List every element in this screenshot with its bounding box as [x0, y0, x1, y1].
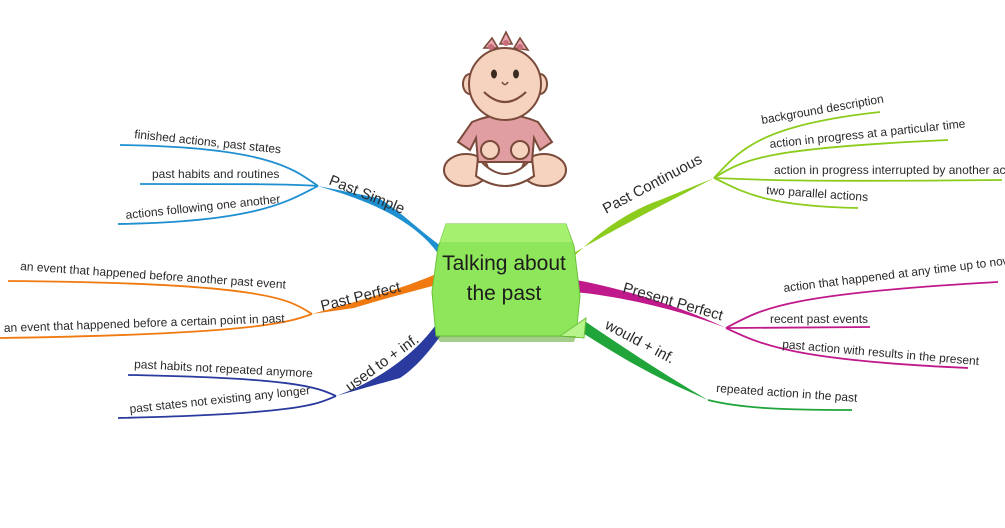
branch-connector: [336, 326, 445, 396]
leaf-text: past habits not repeated anymore: [134, 357, 314, 380]
leaf-line: [0, 313, 313, 339]
leaf-line: [713, 111, 881, 179]
leaf-text: an event that happened before a certain …: [4, 311, 286, 335]
leaf-text: background description: [760, 92, 885, 127]
branch-connector: [312, 274, 440, 314]
baby-illustration: [443, 30, 567, 187]
leaf-text: past states not existing any longer: [129, 383, 311, 416]
leaf-line: [127, 374, 337, 397]
leaf-text: recent past events: [770, 312, 868, 326]
leaf-line: [7, 280, 313, 315]
branch-label-past-perfect: Past Perfect: [319, 278, 403, 314]
leaf-line: [725, 327, 969, 369]
leaf-text: repeated action in the past: [716, 381, 859, 405]
leaf-line: [117, 185, 319, 225]
leaf-text: action in progress at a particular time: [769, 116, 966, 151]
branch-past-continuous: Past Continuous background description a…: [566, 92, 1005, 264]
central-node: [431, 223, 587, 342]
leaf-line: [117, 395, 337, 419]
leaf-line: [713, 177, 1003, 182]
leaf-line: [139, 183, 319, 187]
leaf-text: action in progress interrupted by anothe…: [774, 163, 1005, 177]
branch-past-simple: Past Simple finished actions, past state…: [117, 127, 447, 258]
leaf-line: [713, 139, 949, 179]
leaf-line: [725, 326, 871, 329]
branch-label-past-simple: Past Simple: [327, 172, 408, 218]
branch-present-perfect: Present Perfect action that happened at …: [574, 253, 1005, 369]
leaf-text: an event that happened before another pa…: [20, 259, 287, 292]
leaf-line: [707, 399, 853, 411]
branch-used-to: used to + inf. past habits not repeated …: [117, 326, 445, 419]
branch-would: would + inf. repeated action in the past: [578, 316, 859, 411]
leaf-text: actions following one another: [125, 192, 281, 222]
leaf-text: past action with results in the present: [782, 337, 981, 368]
branch-connector: [574, 280, 726, 328]
leaf-text: finished actions, past states: [134, 127, 282, 156]
leaf-line: [713, 177, 859, 209]
branch-label-present-perfect: Present Perfect: [621, 280, 726, 325]
leaf-text: past habits and routines: [152, 167, 279, 181]
branch-past-perfect: Past Perfect an event that happened befo…: [0, 259, 440, 339]
leaf-line: [725, 281, 999, 329]
leaf-line: [119, 144, 319, 187]
branch-connector: [578, 322, 708, 400]
